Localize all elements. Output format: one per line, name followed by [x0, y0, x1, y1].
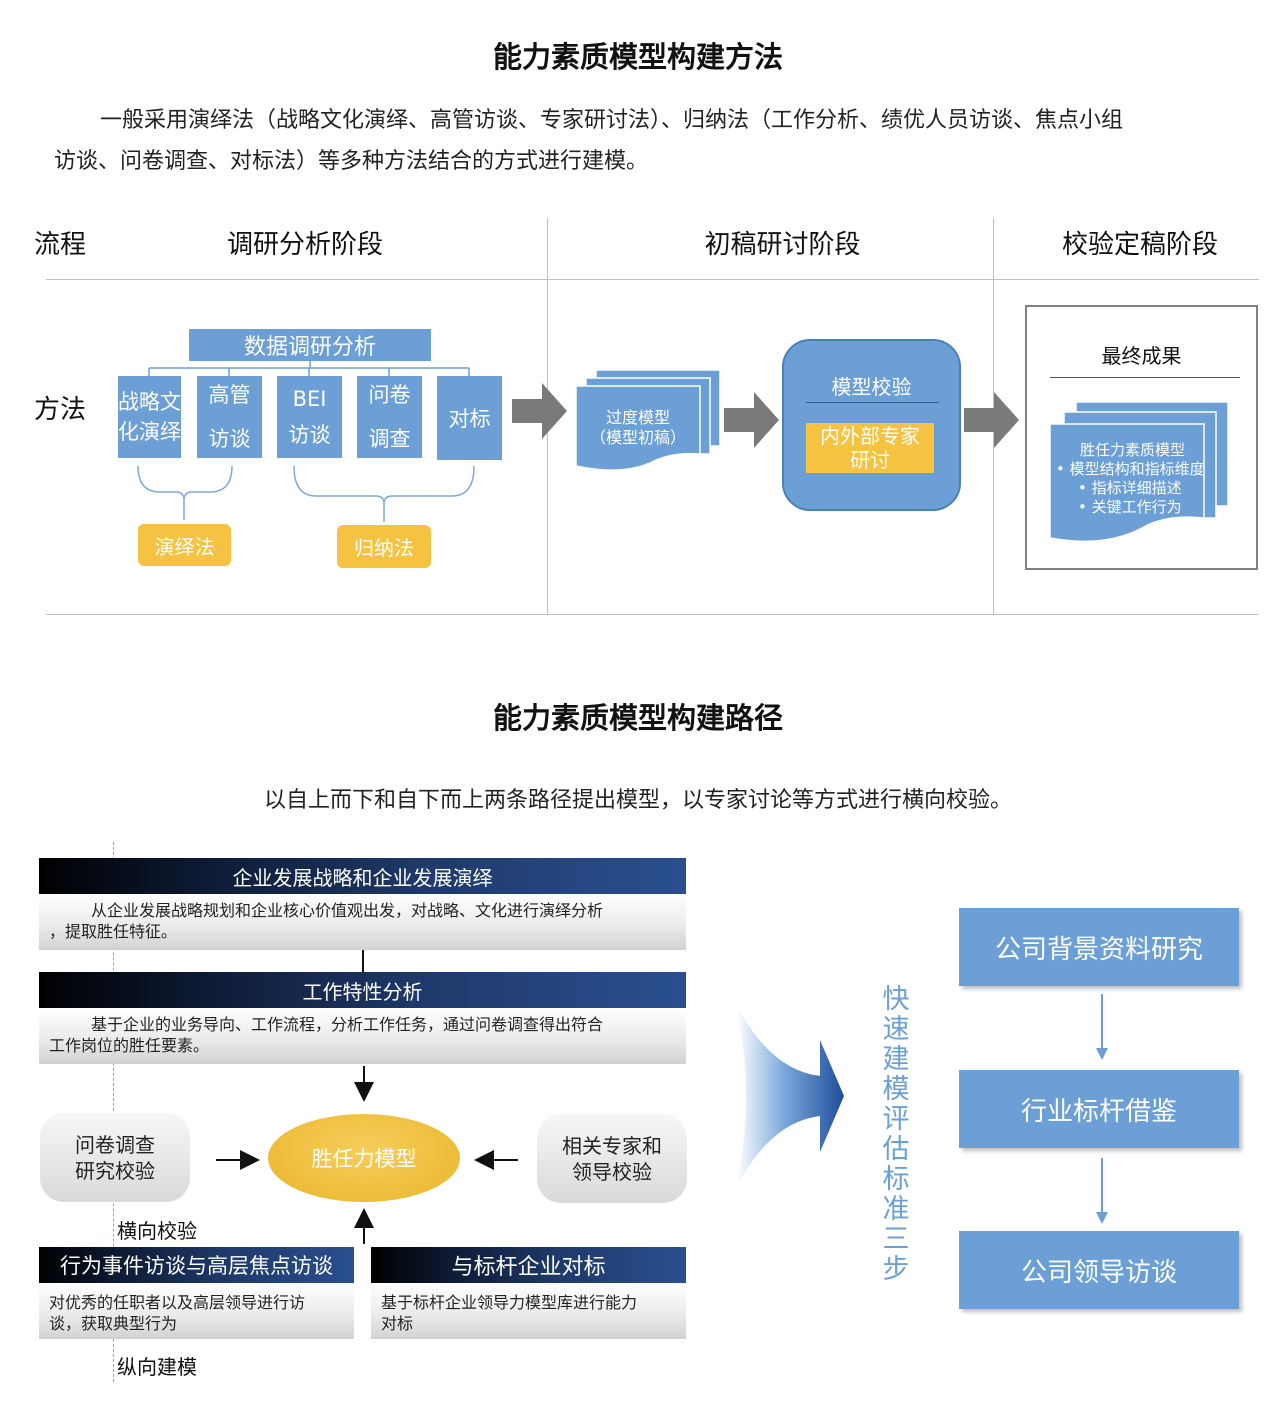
method-connectors [137, 361, 475, 522]
draft-l2: （模型初稿） [589, 428, 686, 447]
stage-draft: 初稿研讨阶段 [704, 230, 861, 260]
method-strategy-culture: 战略文 化演绎 [118, 376, 181, 458]
bei-body-l1: 对优秀的任职者以及高层领导进行访 [49, 1293, 306, 1312]
intro-line-1: 一般采用演绎法（战略文化演绎、高管访谈、专家研讨法）、归纳法（工作分析、绩优人员… [100, 108, 1124, 133]
validation-divider [806, 402, 939, 403]
vertical-caption: 快速建模评估标准三步 [882, 984, 910, 1285]
validation-sub-l2: 研讨 [850, 448, 890, 472]
expert-validation: 相关专家和 领导校验 [537, 1114, 687, 1203]
stage-research: 调研分析阶段 [226, 230, 383, 260]
stage-finalize: 校验定稿阶段 [1061, 230, 1218, 260]
final-document-icon [1049, 401, 1229, 543]
row-label-process: 流程 [34, 230, 87, 260]
work-analysis-body: 基于企业的业务导向、工作流程，分析工作任务，通过问卷调查得出符合 工作岗位的胜任… [39, 1008, 686, 1064]
final-doc-l4-row: • 关键工作行为 [1050, 498, 1240, 517]
dashed-guide [113, 842, 114, 1382]
arrow-right-icon [724, 392, 779, 448]
bei-body: 对优秀的任职者以及高层领导进行访 谈，获取典型行为 [39, 1283, 354, 1339]
benchmark-header: 与标杆企业对标 [371, 1247, 686, 1283]
strategy-body-l1: 从企业发展战略规划和企业核心价值观出发，对战略、文化进行演绎分析 [91, 901, 604, 920]
final-result-panel: 最终成果 [1025, 305, 1258, 570]
method-bei-l1: BEI [292, 387, 327, 411]
bottom-divider [46, 614, 1259, 615]
expert-l1: 相关专家和 [562, 1133, 662, 1158]
step-background-research: 公司背景资料研究 [959, 908, 1239, 986]
deductive-label: 演绎法 [138, 524, 231, 566]
questionnaire-validation: 问卷调查 研究校验 [40, 1113, 190, 1202]
final-doc-l4: 关键工作行为 [1091, 498, 1182, 516]
bullet-icon: • [1078, 479, 1092, 497]
work-analysis-header: 工作特性分析 [39, 972, 686, 1008]
method-executive-interview: 高管 访谈 [197, 376, 262, 458]
method-quest-l2: 调查 [368, 427, 411, 451]
connector-line [362, 950, 364, 972]
strategy-body: 从企业发展战略规划和企业核心价值观出发，对战略、文化进行演绎分析 ，提取胜任特征… [39, 894, 686, 950]
section2-subtitle: 以自上而下和自下而上两条路径提出模型，以专家讨论等方式进行横向校验。 [263, 788, 1012, 813]
inductive-label: 归纳法 [337, 525, 431, 568]
data-analysis-box: 数据调研分析 [189, 329, 431, 361]
final-doc-l3: 指标详细描述 [1091, 479, 1182, 497]
competency-model-ellipse: 胜任力模型 [268, 1114, 460, 1202]
validation-title: 模型校验 [831, 375, 912, 399]
final-doc-l2-row: • 模型结构和指标维度 [1050, 460, 1240, 479]
work-analysis-body-l1: 基于企业的业务导向、工作流程，分析工作任务，通过问卷调查得出符合 [91, 1015, 604, 1034]
competency-arrows [216, 1066, 518, 1244]
intro-line-2: 访谈、问卷调查、对标法）等多种方法结合的方式进行建模。 [54, 149, 649, 174]
bullet-icon: • [1078, 498, 1092, 516]
method-strategy-l2: 化演绎 [118, 420, 181, 444]
final-doc-l3-row: • 指标详细描述 [1050, 479, 1240, 498]
final-result-title: 最终成果 [1101, 344, 1182, 368]
funnel-arrow-icon [736, 1004, 844, 1188]
benchmark-body-l1: 基于标杆企业领导力模型库进行能力 [381, 1293, 638, 1312]
final-doc-l2: 模型结构和指标维度 [1069, 460, 1205, 478]
questionnaire-l1: 问卷调查 [75, 1132, 155, 1157]
validation-expert-box: 内外部专家 研讨 [806, 423, 934, 473]
method-bei-interview: BEI 访谈 [277, 376, 342, 458]
method-bei-l2: 访谈 [288, 423, 331, 447]
bullet-icon: • [1056, 460, 1070, 478]
step-leader-interview: 公司领导访谈 [959, 1231, 1239, 1309]
method-exec-l1: 高管 [208, 383, 251, 407]
draft-l1: 过度模型 [605, 408, 670, 427]
method-exec-l2: 访谈 [208, 427, 251, 451]
validation-box: 模型校验 内外部专家 研讨 [782, 339, 961, 511]
step-industry-benchmark: 行业标杆借鉴 [959, 1070, 1239, 1148]
validation-sub-l1: 内外部专家 [820, 424, 920, 448]
bei-body-l2: 谈，获取典型行为 [49, 1314, 178, 1333]
horizontal-validation-label: 横向校验 [117, 1219, 197, 1243]
draft-document-icon [575, 369, 721, 471]
final-document-text: 胜任力素质模型 • 模型结构和指标维度 • 指标详细描述 • 关键工作行为 [1050, 441, 1240, 517]
section2-title: 能力素质模型构建路径 [492, 701, 783, 735]
expert-l2: 领导校验 [572, 1159, 652, 1184]
benchmark-body-l2: 对标 [381, 1314, 414, 1333]
method-benchmark: 对标 [437, 376, 502, 460]
step-arrows [1096, 994, 1108, 1224]
vertical-modeling-label: 纵向建模 [117, 1355, 197, 1379]
method-strategy-l1: 战略文 [118, 390, 181, 414]
section1-title: 能力素质模型构建方法 [492, 40, 783, 74]
final-result-divider [1050, 377, 1240, 378]
strategy-body-l2: ，提取胜任特征。 [49, 922, 178, 941]
final-doc-l1: 胜任力素质模型 [1080, 441, 1186, 459]
row-label-method: 方法 [34, 395, 87, 425]
arrow-right-icon [964, 392, 1019, 448]
method-questionnaire: 问卷 调查 [357, 376, 422, 458]
draft-document-text: 过度模型 （模型初稿） [576, 408, 700, 448]
questionnaire-l2: 研究校验 [75, 1158, 155, 1183]
method-quest-l1: 问卷 [368, 383, 411, 407]
strategy-header: 企业发展战略和企业发展演绎 [39, 858, 686, 894]
bei-header: 行为事件访谈与高层焦点访谈 [39, 1247, 354, 1283]
work-analysis-body-l2: 工作岗位的胜任要素。 [49, 1036, 210, 1055]
header-divider [46, 279, 1259, 280]
arrow-right-icon [512, 383, 567, 439]
benchmark-body: 基于标杆企业领导力模型库进行能力 对标 [371, 1283, 686, 1339]
